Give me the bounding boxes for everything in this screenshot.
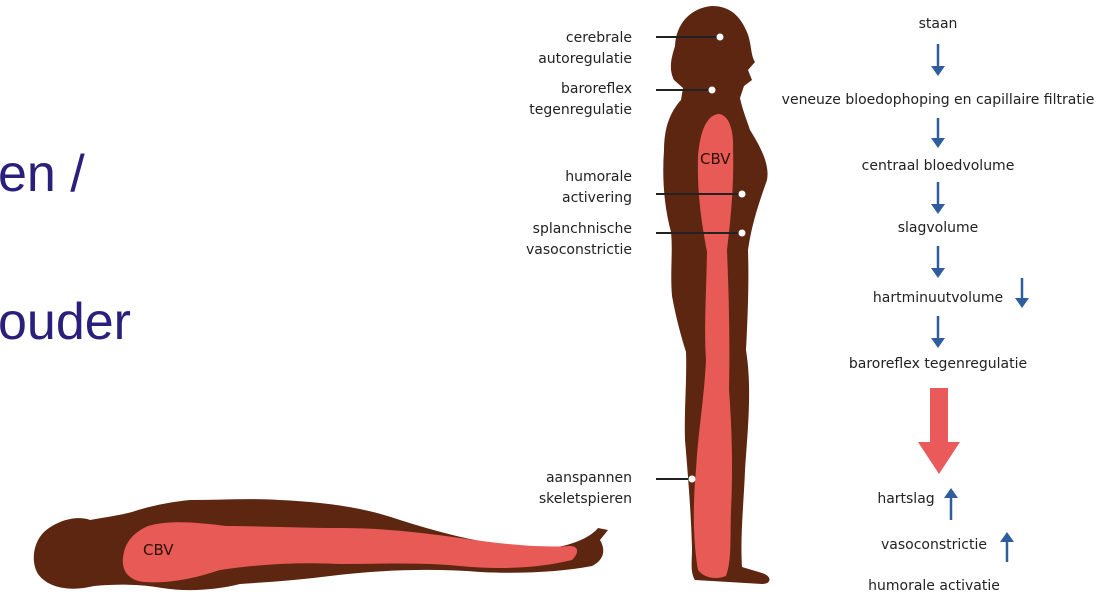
label-line: skeletspieren <box>539 489 632 510</box>
label-line: humorale <box>562 167 632 188</box>
down-arrow-2 <box>931 118 945 148</box>
standing-cbv-label: CBV <box>700 150 731 168</box>
label-line: tegenregulatie <box>529 100 632 121</box>
label-line: activering <box>562 188 632 209</box>
flow-hartminuutvolume: hartminuutvolume <box>873 290 1003 306</box>
flow-humorale-activatie: humorale activatie <box>868 578 1000 594</box>
label-line: baroreflex <box>529 79 632 100</box>
label-aanspannen-skeletspieren: aanspannen skeletspieren <box>539 468 632 510</box>
flow-slagvolume: slagvolume <box>898 220 979 236</box>
label-line: autoregulatie <box>538 49 632 70</box>
lying-cbv-label: CBV <box>143 541 174 559</box>
down-arrow-4 <box>931 246 945 278</box>
down-arrow-5 <box>931 316 945 348</box>
label-humorale-activering: humorale activering <box>562 167 632 209</box>
flow-staan: staan <box>919 16 958 32</box>
label-line: splanchnische <box>526 219 632 240</box>
hartslag-up-arrow <box>944 488 958 520</box>
down-arrow-1 <box>931 44 945 76</box>
label-line: aanspannen <box>539 468 632 489</box>
hartminuutvolume-down-arrow <box>1015 278 1029 308</box>
flow-centraal-bloedvolume: centraal bloedvolume <box>862 158 1015 174</box>
flow-baroreflex-tegenregulatie: baroreflex tegenregulatie <box>849 356 1027 372</box>
flow-hartslag: hartslag <box>877 491 934 507</box>
big-red-down-arrow <box>918 388 960 474</box>
label-cerebrale-autoregulatie: cerebrale autoregulatie <box>538 28 632 70</box>
label-line: vasoconstrictie <box>526 240 632 261</box>
flow-veneuze-bloedophoping: veneuze bloedophoping en capillaire filt… <box>782 92 1095 108</box>
vasoconstrictie-up-arrow <box>1000 532 1014 562</box>
label-baroreflex-tegenregulatie: baroreflex tegenregulatie <box>529 79 632 121</box>
flow-vasoconstrictie: vasoconstrictie <box>881 537 987 553</box>
down-arrow-3 <box>931 182 945 214</box>
label-line: cerebrale <box>538 28 632 49</box>
label-splanchnische-vasoconstrictie: splanchnische vasoconstrictie <box>526 219 632 261</box>
